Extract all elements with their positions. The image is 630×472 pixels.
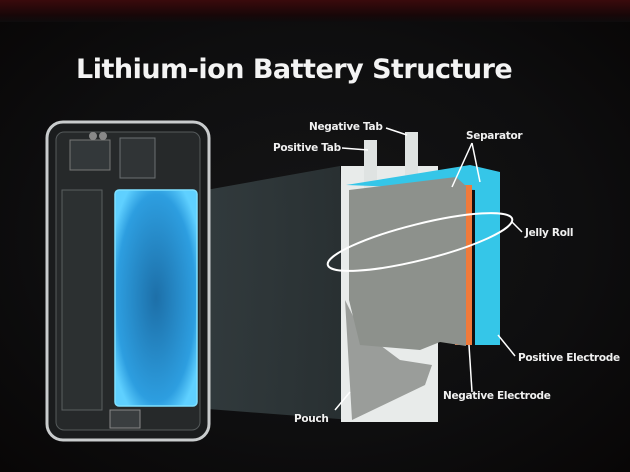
camera-lens: [89, 132, 97, 140]
positive-tab: [364, 140, 377, 195]
label-negative-electrode: Negative Electrode: [443, 390, 551, 402]
leader-pouch: [334, 391, 351, 411]
chip: [119, 137, 156, 179]
jelly-roll-outline: [326, 212, 514, 272]
label-positive-tab: Positive Tab: [273, 142, 341, 154]
label-jelly-roll: Jelly Roll: [525, 227, 574, 239]
leader-positive-electrode: [497, 334, 516, 357]
leader-lines: [334, 127, 523, 411]
label-pouch: Pouch: [294, 413, 329, 425]
side-board: [61, 189, 103, 411]
camera-lens: [99, 132, 107, 140]
stage-top-band: [0, 0, 630, 22]
pouch-fold: [345, 300, 432, 420]
positive-electrode-layer: [346, 165, 500, 345]
projection-beam: [195, 166, 352, 420]
camera-module: [69, 139, 111, 171]
battery-cutaway: [326, 132, 514, 422]
leader-negative-tab: [385, 127, 408, 136]
leader-negative-electrode: [468, 344, 473, 393]
leader-separator: [471, 142, 481, 183]
home-button: [109, 409, 141, 429]
label-negative-tab: Negative Tab: [309, 121, 383, 133]
leader-separator: [451, 142, 473, 188]
label-separator: Separator: [466, 130, 523, 142]
phone-battery: [114, 189, 198, 407]
label-positive-electrode: Positive Electrode: [518, 352, 620, 364]
leader-positive-tab: [341, 147, 369, 151]
leader-jelly-roll: [511, 221, 523, 233]
slide-title: Lithium-ion Battery Structure: [76, 54, 513, 85]
phone-internals: [45, 120, 211, 442]
